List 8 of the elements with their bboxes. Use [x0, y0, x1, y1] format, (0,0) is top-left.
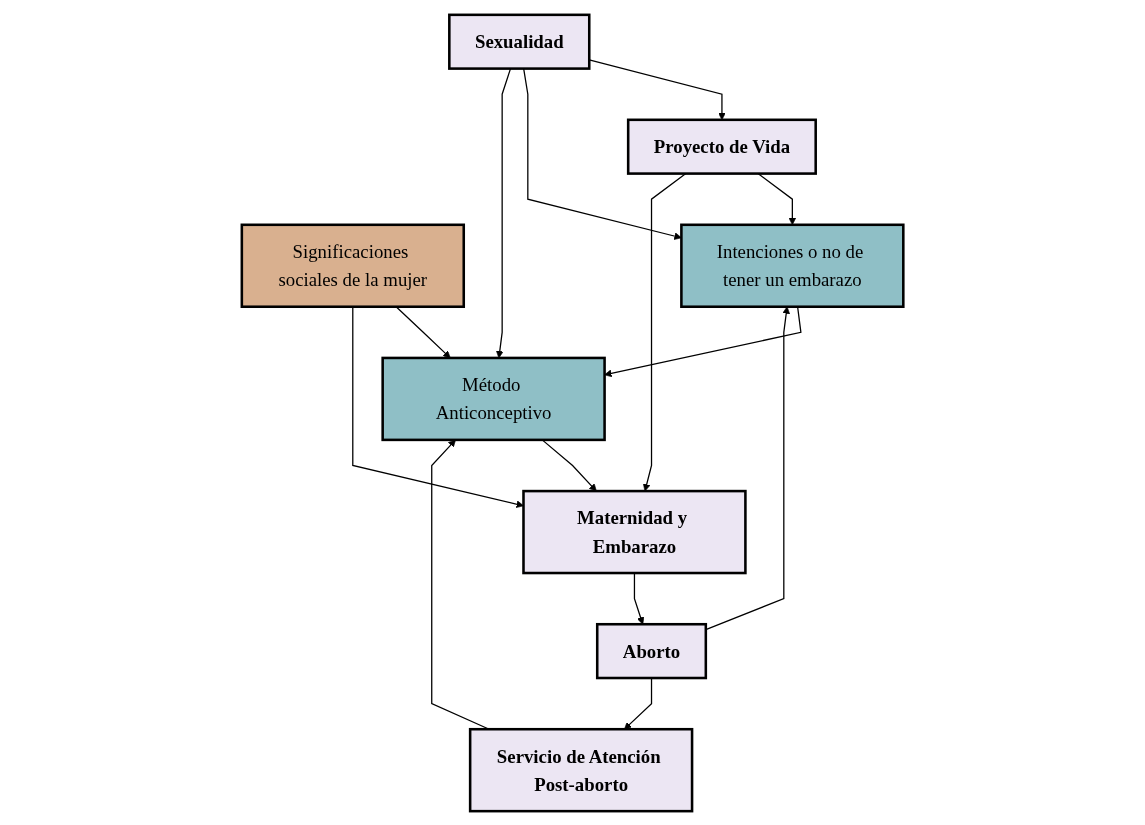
- node-box: Sexualidad: [447, 13, 591, 70]
- node-box: Intenciones o no de tener un embarazo: [680, 223, 905, 308]
- node-box: Significaciones sociales de la mujer: [240, 223, 465, 308]
- node-box: Método Anticonceptivo: [381, 356, 606, 441]
- node-box: Proyecto de Vida: [626, 118, 817, 175]
- node-box: Servicio de Atención Post-aborto: [468, 727, 694, 812]
- node-box: Aborto: [595, 622, 707, 679]
- node-box: Maternidad y Embarazo: [522, 489, 747, 574]
